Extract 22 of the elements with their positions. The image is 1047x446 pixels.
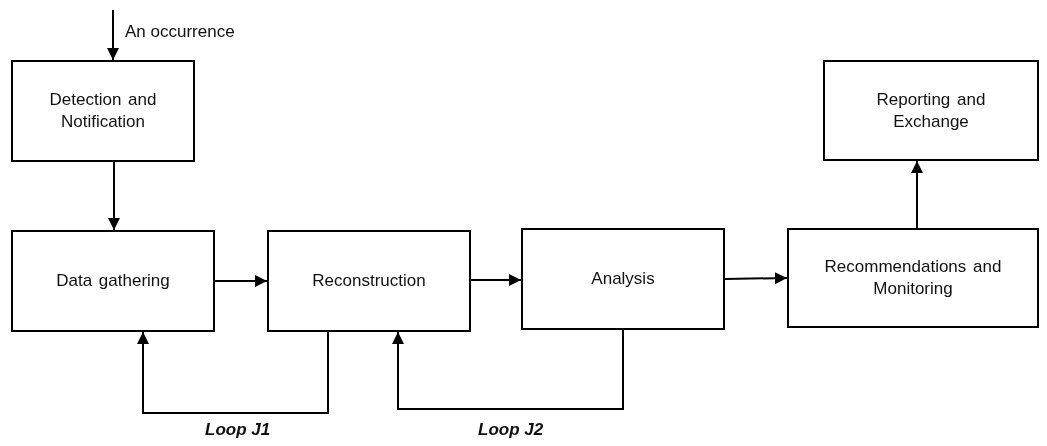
arrow	[470, 274, 522, 286]
node-text: Reconstruction	[312, 270, 426, 292]
edge-label: Loop J2	[478, 420, 544, 440]
process-box	[11, 60, 195, 162]
node-text: Detection and Notification	[48, 89, 158, 133]
arrow	[392, 329, 624, 410]
node-text: Recommendations and Monitoring	[823, 256, 1003, 300]
node-text: Data gathering	[56, 270, 170, 292]
process-box	[823, 60, 1039, 161]
arrow	[137, 331, 329, 414]
arrow	[108, 161, 120, 231]
process-box	[267, 230, 471, 332]
node-text: Reporting and Exchange	[875, 88, 987, 133]
process-box	[11, 230, 215, 332]
process-box	[787, 228, 1039, 328]
edge-label: Loop J1	[205, 420, 271, 440]
arrow	[214, 275, 268, 287]
arrow	[724, 272, 788, 285]
arrow	[911, 160, 923, 229]
process-box	[521, 228, 725, 330]
arrow	[107, 9, 119, 61]
node-text: Analysis	[591, 268, 655, 290]
